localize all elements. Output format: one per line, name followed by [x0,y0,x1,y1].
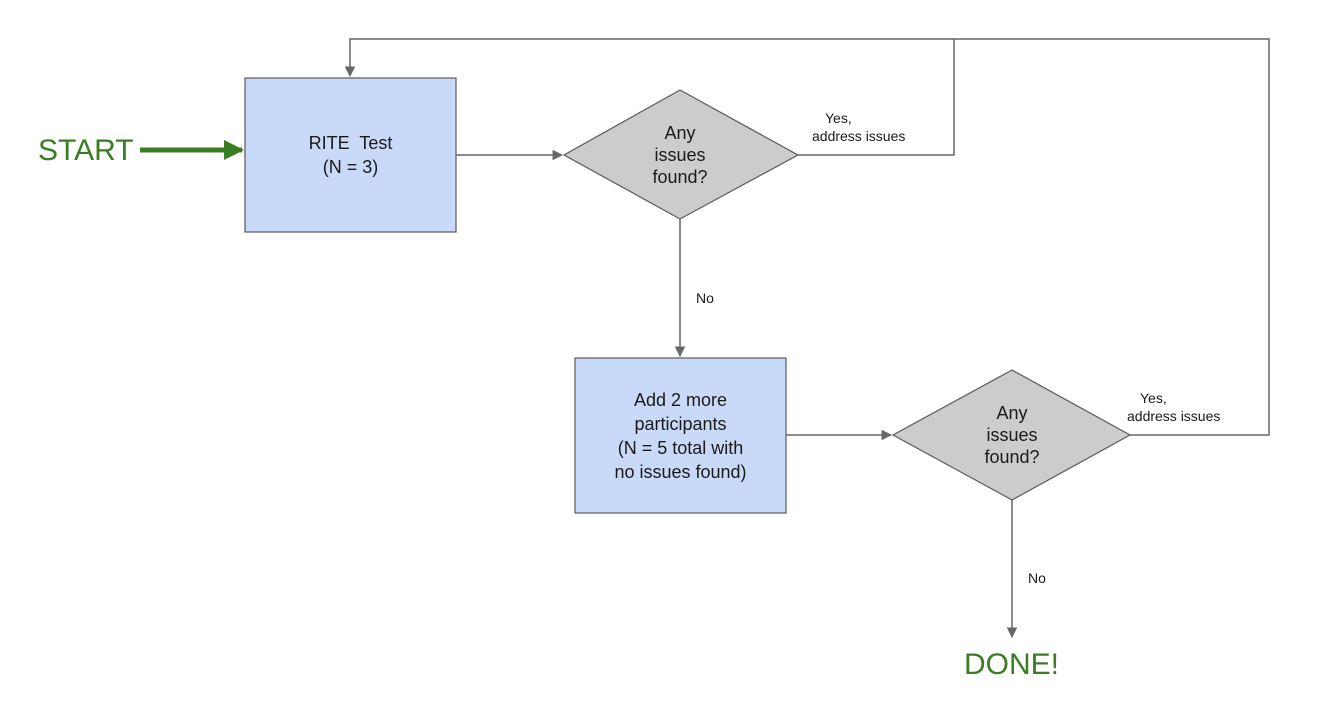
decision-2-text: Any issues found? [932,370,1092,500]
edge-label-yes-2: Yes, address issues [1127,389,1220,425]
rite-test-text: RITE Test (N = 3) [245,78,456,232]
decision-2-line-3: found? [984,447,1040,467]
done-label: DONE! [964,648,1060,681]
decision-1-text: Any issues found? [600,90,760,219]
add-participants-line-2: participants [634,413,727,434]
rite-test-box [244,77,457,233]
edge-label-no-2: No [1028,570,1046,586]
decision-2-line-1: Any [996,403,1028,423]
add-participants-line-1: Add 2 more [633,389,728,410]
decision-1-line-2: issues [654,144,706,165]
edge-label-no-1: No [696,290,714,306]
add-participants-line-3: (N = 5 total with [617,437,744,458]
decision-1-line-3: found? [652,166,708,187]
decision-1-line-1: Any [664,122,696,143]
rite-test-line-2: (N = 3) [322,157,379,177]
edge-label-yes-2-line-1: Yes, [1140,390,1167,406]
edge-label-yes-2-line-2: address issues [1127,408,1221,424]
add-participants-text: Add 2 more participants (N = 5 total wit… [575,358,786,513]
add-participants-line-4: no issues found) [614,461,747,482]
connector-decision-2-yes-loop [954,38,1270,436]
edge-label-yes-1: Yes, address issues [812,109,905,145]
start-label: START [38,134,134,167]
edge-label-yes-1-line-2: address issues [812,128,906,144]
decision-2-line-2: issues [986,425,1038,445]
edge-label-yes-1-line-1: Yes, [825,110,852,126]
rite-test-line-1: RITE Test [308,133,393,153]
